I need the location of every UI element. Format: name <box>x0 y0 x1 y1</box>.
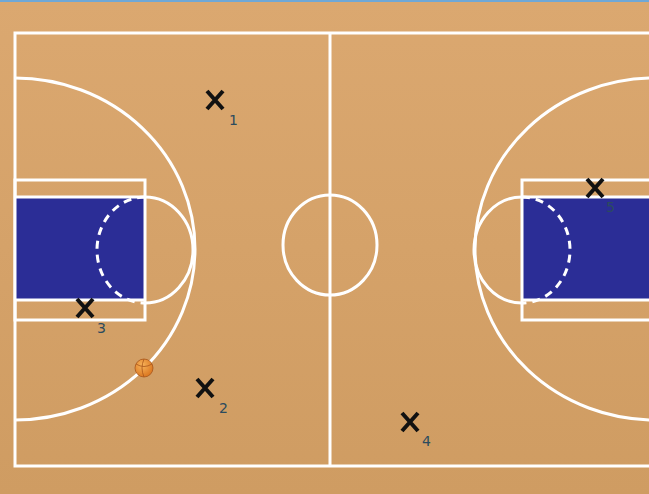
basketball <box>135 359 153 377</box>
callout-number: 3 <box>97 321 106 335</box>
callout-number: 4 <box>422 434 431 448</box>
player-marks <box>77 91 603 431</box>
callout-number: 1 <box>229 113 238 127</box>
callout-number: 2 <box>219 401 228 415</box>
callout-number: 5 <box>606 200 615 214</box>
